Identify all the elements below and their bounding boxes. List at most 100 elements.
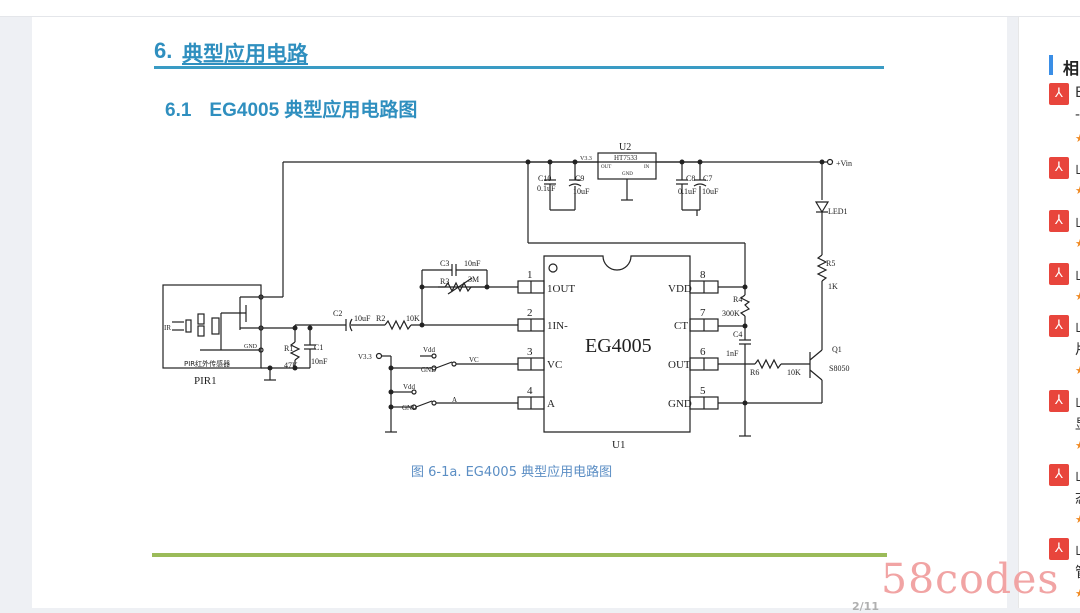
c9-label: C9: [575, 174, 584, 183]
related-doc-title-line2: 显: [1075, 414, 1080, 434]
related-doc-item[interactable]: ⅄ 山 ★: [1049, 263, 1080, 323]
star-icon: ★: [1075, 587, 1080, 600]
a-label: A: [452, 396, 457, 404]
c4-label: C4: [733, 330, 742, 339]
r1-label: R1: [284, 344, 293, 353]
related-doc-item[interactable]: ⅄ 山 片 ★: [1049, 315, 1080, 377]
pin-label-6: OUT: [668, 359, 691, 371]
v33-left: V3.3: [358, 353, 372, 361]
r6-value: 10K: [787, 368, 801, 377]
r2-value: 10K: [406, 314, 420, 323]
star-icon: ★: [1075, 439, 1080, 452]
panel-title-bar: [1049, 55, 1053, 75]
related-doc-item[interactable]: ⅄ 山 显 ★: [1049, 390, 1080, 452]
vc-label: VC: [469, 356, 479, 364]
c1-value: 10nF: [311, 357, 328, 366]
pin-label-3: VC: [547, 359, 562, 371]
pdf-icon: ⅄: [1049, 157, 1069, 179]
c2-value: 10uF: [354, 314, 371, 323]
c8-label: C8: [686, 174, 695, 183]
related-doc-item[interactable]: ⅄ E - ★: [1049, 83, 1080, 145]
star-icon: ★: [1075, 132, 1080, 145]
pin-label-4: A: [547, 398, 555, 410]
pin-label-5: GND: [668, 398, 692, 410]
r4-label: R4: [733, 295, 742, 304]
c3-label: C3: [440, 259, 449, 268]
pin-label-8: VDD: [668, 283, 692, 295]
pdf-icon: ⅄: [1049, 315, 1069, 337]
related-doc-item[interactable]: ⅄ 山 ★: [1049, 210, 1080, 270]
top-toolbar: [0, 0, 1080, 17]
c7-value: 10uF: [702, 187, 719, 196]
u2-ref: U2: [619, 142, 631, 153]
r5-label: R5: [826, 259, 835, 268]
pdf-icon: ⅄: [1049, 210, 1069, 232]
figure-caption: 图 6-1a. EG4005 典型应用电路图: [411, 465, 613, 480]
pdf-icon: ⅄: [1049, 538, 1069, 560]
related-doc-item[interactable]: ⅄ 山 态 ★: [1049, 464, 1080, 526]
c1-label: C1: [314, 343, 323, 352]
pir-label: PIR红外传感器: [184, 359, 230, 368]
pin-label-1: 1OUT: [547, 283, 575, 295]
subsection-title: EG4005 典型应用电路图: [209, 100, 418, 121]
star-icon: ★: [1075, 237, 1080, 250]
c10-value: 0.1uF: [537, 184, 556, 193]
u2-in: IN: [644, 165, 650, 170]
related-doc-item[interactable]: ⅄ 山 管 ★: [1049, 538, 1080, 600]
vdd-vc: Vdd: [423, 346, 436, 354]
pin-label-2: 1IN-: [547, 320, 568, 332]
c9-value: 10uF: [573, 187, 590, 196]
related-doc-title[interactable]: 山: [1075, 392, 1080, 412]
star-icon: ★: [1075, 513, 1080, 526]
pin-num-5: 5: [700, 385, 706, 397]
c2-label: C2: [333, 309, 342, 318]
related-doc-title-line2: 片: [1075, 339, 1080, 359]
c7-label: C7: [703, 174, 712, 183]
c4-value: 1nF: [726, 349, 739, 358]
section-number: 6.: [154, 38, 173, 63]
led1-label: LED1: [828, 207, 848, 216]
pdf-icon: ⅄: [1049, 464, 1069, 486]
panel-title: 相: [1063, 59, 1080, 78]
pir-ir: IR: [164, 324, 171, 332]
document-page: [32, 17, 1007, 608]
r1-value: 47K: [284, 361, 298, 370]
c10-label: C10: [538, 174, 551, 183]
related-doc-title[interactable]: 山: [1075, 317, 1080, 337]
r6-label: R6: [750, 368, 759, 377]
page-divider: [152, 553, 887, 557]
pir-ref: PIR1: [194, 375, 217, 387]
gnd-a: GND: [402, 404, 417, 412]
related-doc-title[interactable]: 山: [1075, 265, 1080, 285]
q1-part: S8050: [829, 364, 849, 373]
related-doc-title[interactable]: E: [1075, 85, 1080, 101]
u2-part: HT7533: [614, 154, 638, 162]
pin-num-7: 7: [700, 307, 706, 319]
u2-gnd: GND: [622, 172, 633, 177]
section-heading: 6. 典型应用电路: [154, 36, 884, 69]
v33-top: V3.3: [580, 156, 592, 162]
related-doc-title[interactable]: 山: [1075, 159, 1080, 179]
r2-label: R2: [376, 314, 385, 323]
star-icon: ★: [1075, 184, 1080, 197]
site-watermark: 58codes: [881, 555, 1060, 603]
pdf-icon: ⅄: [1049, 83, 1069, 105]
chip-ref: U1: [612, 439, 625, 451]
related-doc-title[interactable]: 山: [1075, 212, 1080, 232]
r3-label: R3: [440, 277, 449, 286]
related-doc-title-line2: 管: [1075, 562, 1080, 582]
pir-gnd: GND: [244, 344, 258, 350]
related-doc-title-line2: 态: [1075, 488, 1080, 508]
related-doc-title-line2: -: [1075, 107, 1080, 123]
related-doc-item[interactable]: ⅄ 山 ★: [1049, 157, 1080, 217]
related-docs-panel: 相 ⅄ E - ★ ⅄ 山 ★ ⅄ 山 ★ ⅄ 山 ★ ⅄ 山 片 ★ ⅄ 山 …: [1018, 17, 1080, 608]
c3-value: 10nF: [464, 259, 481, 268]
c8-value: 0.1uF: [678, 187, 697, 196]
vdd-a: Vdd: [403, 383, 416, 391]
star-icon: ★: [1075, 364, 1080, 377]
related-doc-title[interactable]: 山: [1075, 540, 1080, 560]
page-number: 2/11: [852, 600, 879, 613]
related-doc-title[interactable]: 山: [1075, 466, 1080, 486]
